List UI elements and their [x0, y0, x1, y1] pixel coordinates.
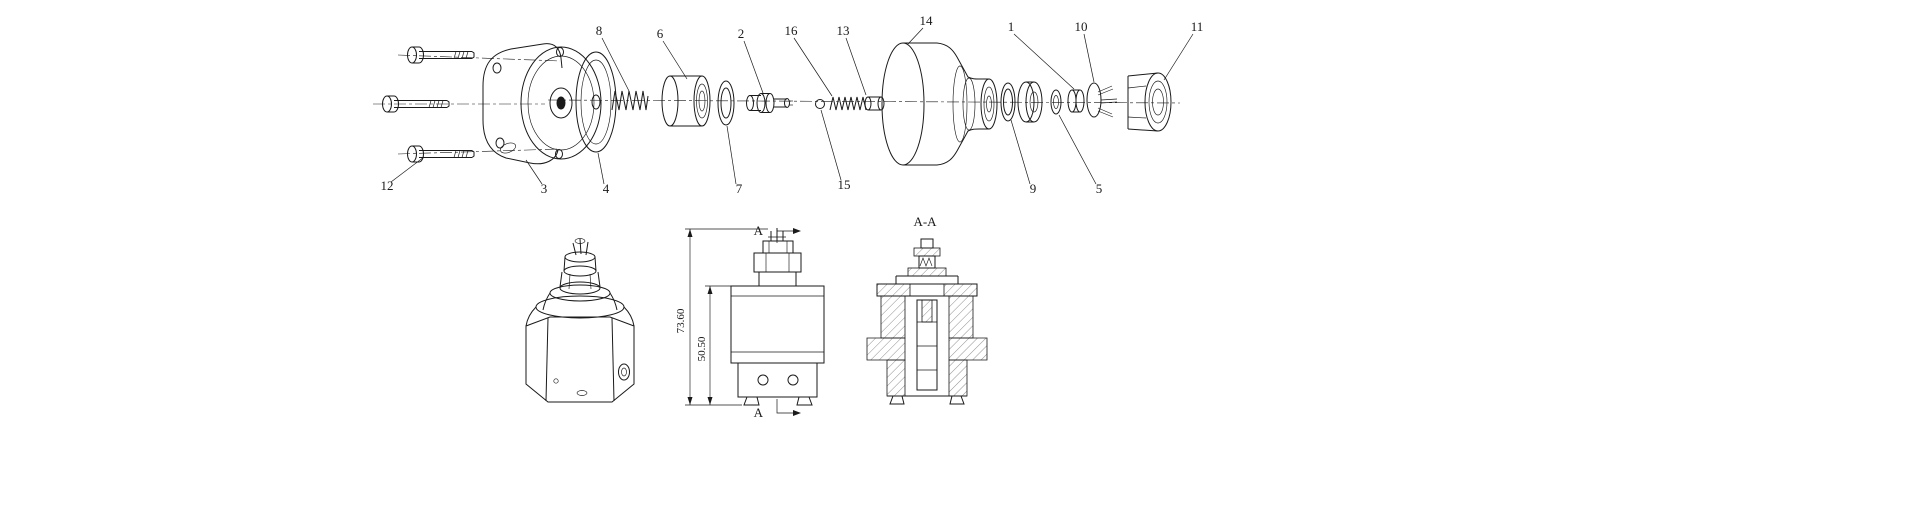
part-label-7: 7: [736, 181, 743, 196]
dim-overall-height: 73.60: [675, 308, 687, 333]
piston-disc: [1017, 81, 1062, 123]
steel-ball: [815, 99, 825, 109]
part-label-6: 6: [657, 26, 664, 41]
part-label-9: 9: [1030, 181, 1037, 196]
section-cut-line: A A: [754, 223, 801, 420]
dim-body-height: 50.50: [696, 336, 708, 361]
section-view: A-A: [866, 214, 988, 405]
part-label-1: 1: [1008, 19, 1015, 34]
dimension-body-height: 50.50: [696, 285, 731, 405]
screw-centerline-bottom: [397, 148, 561, 155]
o-ring: [717, 80, 735, 126]
seal-washer: [1000, 82, 1016, 122]
adjusting-spring: [829, 96, 867, 111]
part-label-8: 8: [596, 23, 603, 38]
screw-centerline-top: [397, 54, 561, 62]
part-label-16: 16: [785, 23, 799, 38]
section-cut-label-bottom: A: [754, 405, 764, 420]
valve-seat-fitting: [746, 93, 793, 113]
part-label-14: 14: [920, 13, 934, 28]
part-label-3: 3: [541, 181, 548, 196]
section-view-title: A-A: [913, 214, 937, 229]
part-label-15: 15: [838, 177, 851, 192]
main-spring: [611, 90, 649, 111]
part-callouts: 8 6 2 16 13 14 1 10 11 12 3 4 7 15 9 5: [381, 13, 1204, 196]
isometric-view: [525, 238, 635, 403]
section-cut-label-top: A: [754, 223, 764, 238]
guide-bushing: [661, 75, 711, 127]
diaphragm-disc: [575, 51, 617, 153]
part-label-11: 11: [1191, 19, 1204, 34]
armature-core: [1067, 89, 1085, 113]
part-label-12: 12: [381, 178, 394, 193]
screw-fasteners: [382, 46, 475, 163]
pronged-insert: [1086, 82, 1118, 118]
dimension-overall-height: 73.60: [675, 228, 768, 406]
exploded-view: 8 6 2 16 13 14 1 10 11 12 3 4 7 15 9 5: [373, 13, 1203, 196]
part-label-13: 13: [837, 23, 850, 38]
front-view: A A 73.60 50.50: [675, 223, 825, 420]
cap-nut: [1127, 72, 1172, 132]
part-label-2: 2: [738, 26, 745, 41]
part-label-4: 4: [603, 181, 610, 196]
part-label-10: 10: [1075, 19, 1088, 34]
part-label-5: 5: [1096, 181, 1103, 196]
valve-body-flange: [482, 43, 602, 165]
main-housing: [881, 42, 998, 166]
spring-pin: [864, 96, 885, 111]
